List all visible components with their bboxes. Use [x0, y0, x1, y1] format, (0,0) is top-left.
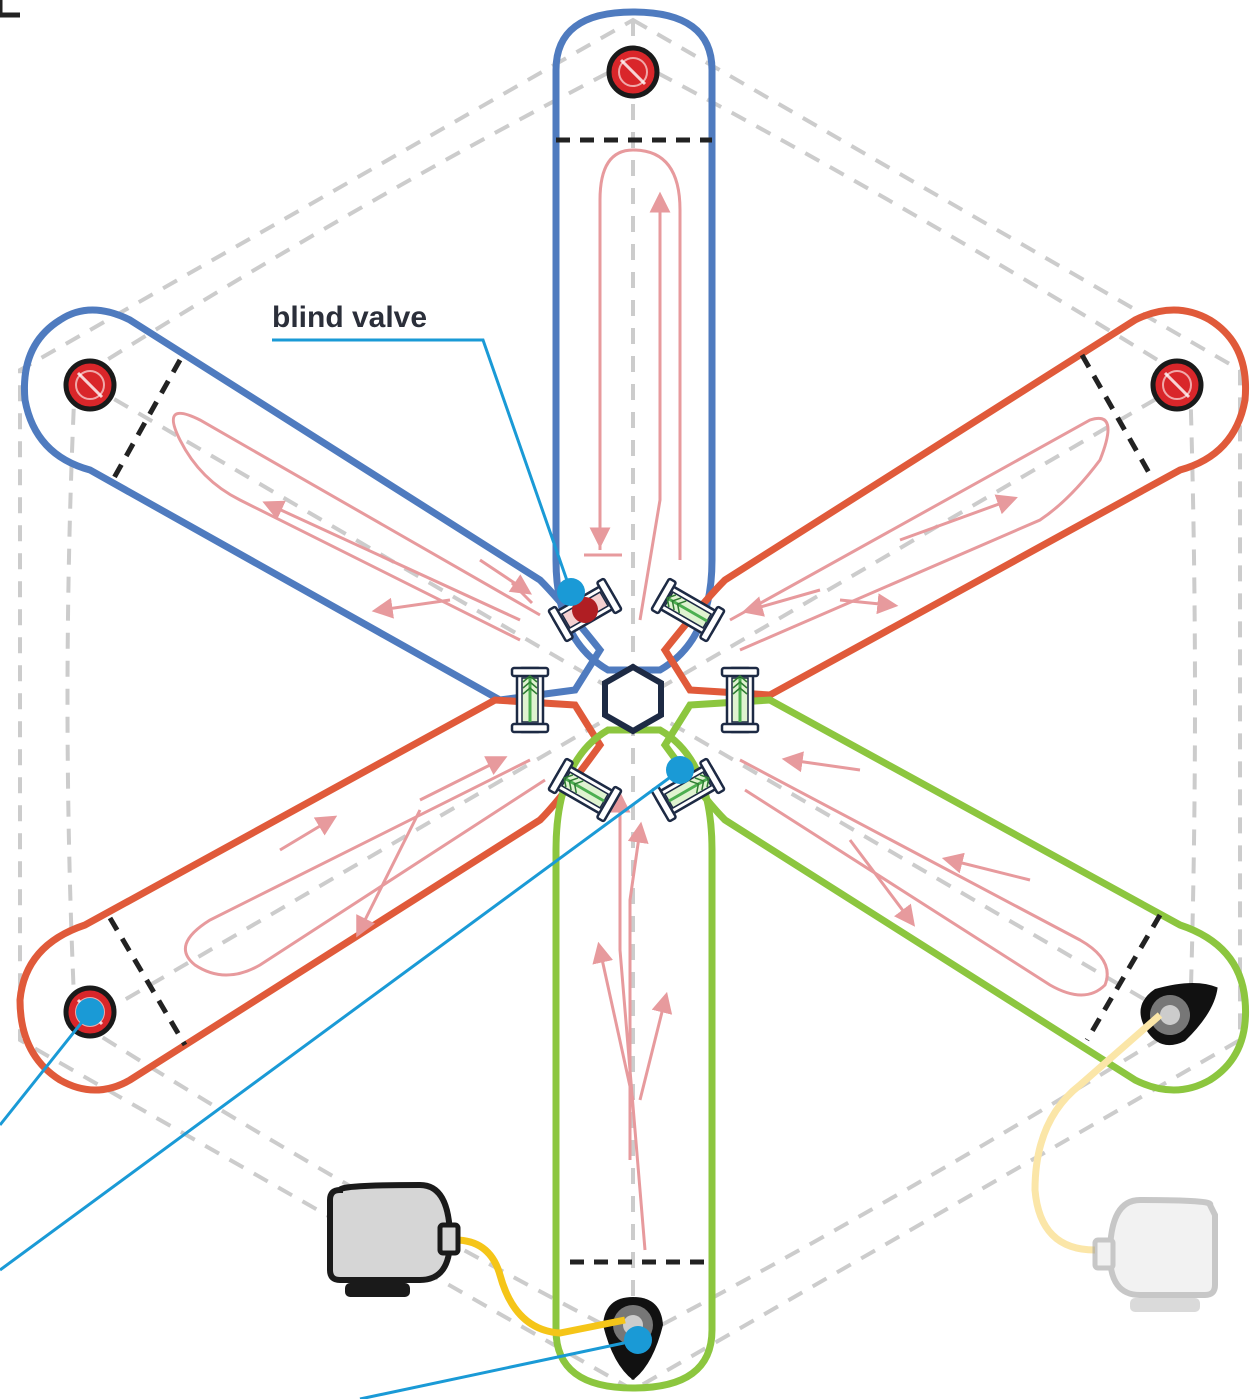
flow-arrows [171, 148, 1110, 1251]
valve-icon[interactable] [720, 666, 760, 734]
zone-northwest-blue [20, 306, 605, 704]
callout-dot [666, 756, 694, 784]
zone-south-green [552, 726, 716, 1392]
callout-dot [624, 1326, 652, 1354]
supply-hose-faded [1031, 1012, 1163, 1254]
callout-pointers [0, 338, 681, 1399]
flow-stop-mark [510, 581, 534, 605]
valve-icon[interactable] [510, 666, 550, 734]
red-outlet-icon[interactable] [1153, 361, 1201, 409]
supply-hose [454, 1236, 626, 1337]
zone-southwest-orange [16, 696, 605, 1094]
hexagon-hub-icon [602, 663, 664, 735]
blind-valve-label: blind valve [272, 301, 427, 334]
black-inlet-icon[interactable] [1131, 962, 1233, 1055]
callout-dot [76, 998, 104, 1026]
water-tank-icon [1092, 1196, 1218, 1312]
blind-valve-icon[interactable] [547, 577, 623, 643]
red-outlet-icon[interactable] [66, 361, 114, 409]
red-outlet-icon[interactable] [609, 48, 657, 96]
callout-dot [557, 578, 585, 606]
zone-north-blue [552, 8, 716, 674]
water-tank-icon [327, 1181, 461, 1297]
